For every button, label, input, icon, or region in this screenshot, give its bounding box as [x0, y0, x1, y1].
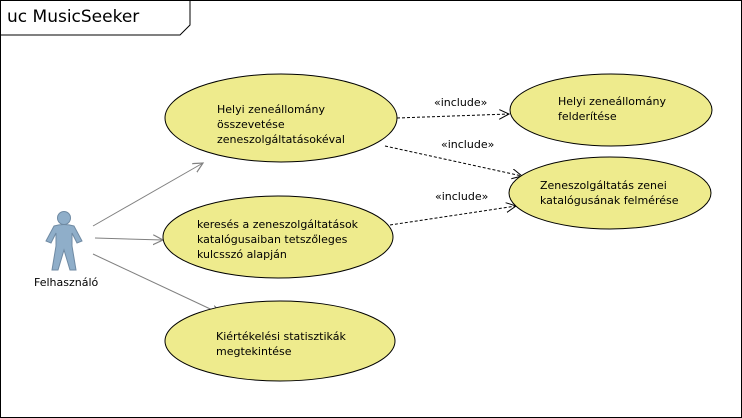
- use-case-ellipse-uc5[interactable]: [508, 156, 712, 230]
- use-case-ellipse-uc4[interactable]: [509, 73, 713, 147]
- include-uc1-uc5: [384, 145, 522, 176]
- actor-icon[interactable]: [45, 211, 83, 271]
- include-uc1-uc4: [396, 114, 509, 118]
- frame-name-tab: [1, 1, 191, 36]
- actor-label: Felhasználó: [34, 276, 99, 289]
- association-actor-uc3: [92, 253, 221, 314]
- use-case-ellipse-uc2[interactable]: [162, 195, 394, 279]
- use-case-ellipse-uc1[interactable]: [164, 73, 398, 163]
- use-case-label-uc5: Zeneszolgáltatás zenei katalógusának fel…: [540, 179, 679, 207]
- association-actor-uc2: [94, 238, 163, 240]
- frame-title: uc MusicSeeker: [7, 7, 140, 27]
- use-case-label-uc4: Helyi zeneállomány felderítése: [558, 95, 666, 123]
- include-uc2-uc5: [389, 206, 516, 226]
- use-case-label-uc3: Kiértékelési statisztikák megtekintése: [216, 330, 346, 358]
- association-actor-uc1: [92, 163, 203, 227]
- include-label-uc2-uc5: «include»: [435, 190, 489, 203]
- use-case-ellipse-uc3[interactable]: [164, 300, 396, 382]
- include-label-uc1-uc4: «include»: [434, 96, 488, 109]
- use-case-label-uc1: Helyi zeneállomány összevetése zeneszolg…: [217, 103, 345, 146]
- use-case-label-uc2: keresés a zeneszolgáltatások katalógusai…: [197, 218, 359, 261]
- include-label-uc1-uc5: «include»: [441, 138, 495, 151]
